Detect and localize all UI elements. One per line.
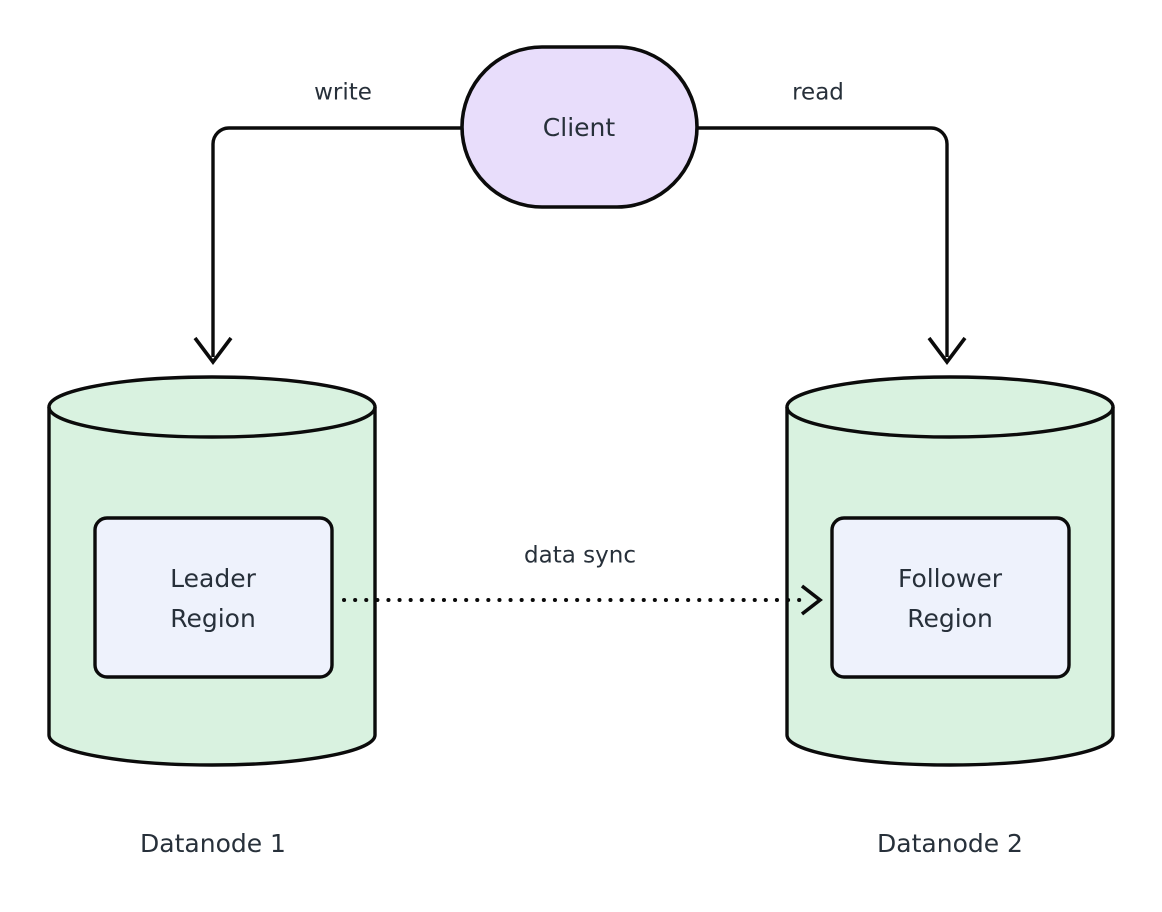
datanode-1-outline [47, 407, 377, 767]
leader-region-label-line1: Leader [170, 564, 256, 593]
edge-data-sync-arrowhead [800, 584, 823, 616]
datanode-2-outline [785, 407, 1115, 767]
edge-write-path [211, 126, 462, 357]
datanode-1[interactable]: Leader Region Datanode 1 [47, 375, 377, 858]
edge-write-label: write [314, 80, 372, 106]
follower-region[interactable]: Follower Region [830, 516, 1071, 679]
client-shape [460, 45, 699, 209]
follower-region-label-line2: Region [907, 604, 993, 633]
edge-data-sync-label: data sync [524, 543, 636, 569]
leader-region-box [93, 516, 334, 679]
datanode-1-top-fill [49, 377, 375, 437]
client-node[interactable]: Client [460, 45, 699, 209]
follower-region-label-line1: Follower [898, 564, 1003, 593]
datanode-2[interactable]: Follower Region Datanode 2 [785, 375, 1115, 858]
edge-read-path [697, 126, 949, 357]
datanode-2-top-fill [787, 377, 1113, 437]
edge-read: read [697, 80, 967, 365]
datanode-2-caption: Datanode 2 [877, 829, 1023, 858]
edge-data-sync: data sync [342, 543, 823, 616]
edge-read-arrowhead [927, 336, 967, 365]
datanode-1-top-rim [47, 375, 377, 439]
datanode-1-caption: Datanode 1 [140, 829, 286, 858]
client-label: Client [543, 113, 616, 142]
leader-region[interactable]: Leader Region [93, 516, 334, 679]
edge-write: write [193, 80, 462, 365]
follower-region-box [830, 516, 1071, 679]
edge-write-arrowhead [193, 336, 233, 365]
datanode-2-top-rim [785, 375, 1115, 439]
edge-read-label: read [792, 80, 844, 106]
leader-region-label-line2: Region [170, 604, 256, 633]
